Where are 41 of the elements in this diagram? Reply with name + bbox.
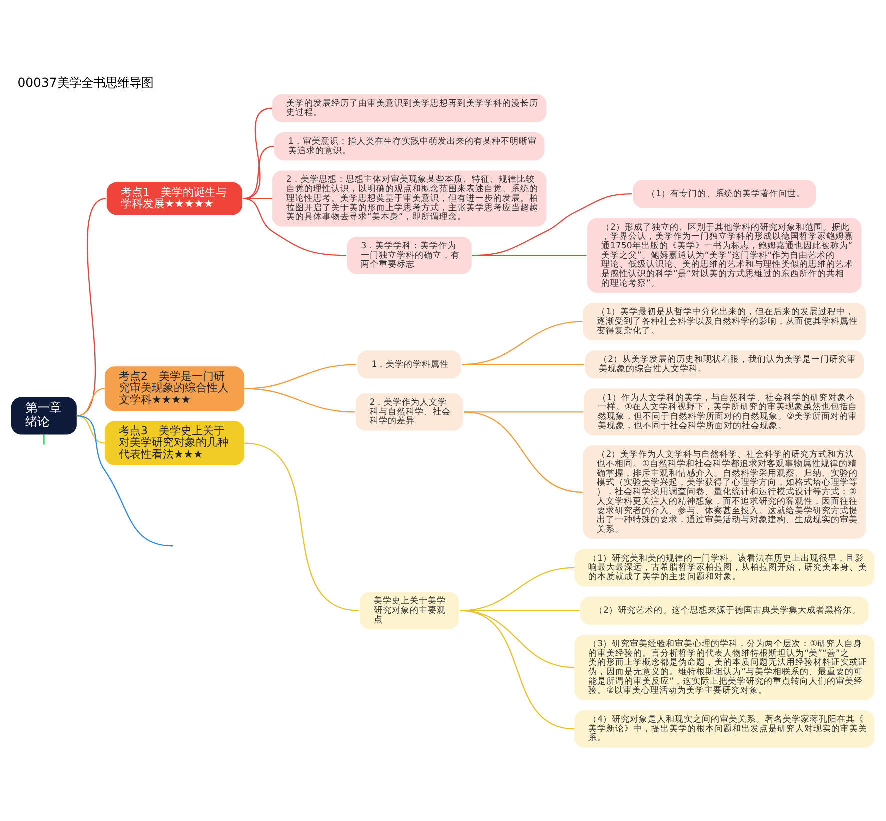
node-box: 考点1 美学的诞生与学科发展★★★★★	[106, 182, 242, 215]
connector	[462, 364, 584, 365]
connector	[76, 414, 106, 444]
node-box: （2）从美学发展的历史和现状着眼，我们认为美学是一门研究审美现象的综合性人文学科。	[585, 350, 864, 378]
connector	[243, 198, 346, 256]
node-box: 1．美学的学科属性	[358, 350, 462, 378]
connector	[472, 254, 587, 256]
node-box: 考点2 美学是一门研究审美现象的综合性人文学科★★★★	[104, 366, 244, 410]
connector	[243, 198, 272, 199]
node-box: （2）研究艺术的。这个思想来源于德国古典美学集大成者黑格尔。	[580, 596, 869, 624]
connector	[460, 610, 575, 668]
node-box: 第一章绪论	[11, 396, 77, 434]
connector	[243, 145, 274, 199]
node-box: （2）美学作为人文学科与自然科学、社会科学的研究方式和方法也不相同。①自然科学和社会科学都追求对客观事物属性规律的精确掌握，排斥主观和情感介入。自然科学采用观察、归纳、实验的模式（实验美学兴起，美学获得了心理学方向，如格式塔心理学等），社会科学采用调查问卷、量化统计和运行模式设计等方式；②人文学科更关注人的精神想象，而不追求研究的客观性，因而往往要求研究者的介入、参与、体察甚至投入。这就给美学研究方式提出了一种特殊的要求，通过审美活动与对象建构、生成现实的审美关系。	[583, 445, 866, 539]
node-box: （1）有专门的、系统的美学著作问世。	[633, 180, 816, 208]
connector	[76, 198, 106, 416]
connector	[460, 610, 580, 611]
connector	[76, 414, 174, 546]
diagram-title: 00037美学全书思维导图	[18, 74, 154, 90]
node-box: 2．美学思想：思想主体对审美现象某些本质、特征、规律比较自觉的理性认识，以明确的观点和概念范围来表述自觉、系统的理论性思考。美学思想奠基于审美意识，但有进一步的发展。柏拉图开启了关于美的形而上学思考方式，主张美学思考应当超越美的具体事物去寻求“美本身”，即所谓理念。	[272, 170, 547, 226]
node-box: 1．审美意识：指人类在生存实践中萌发出来的有某种不明晰审美追求的意识。	[274, 132, 545, 160]
node-box: 2．美学作为人文学科与自然科学、社会科学的差异	[356, 392, 464, 430]
node-box: 考点3 美学史上关于对美学研究对象的几种代表性看法★★★	[104, 420, 244, 466]
node-box: 3．美学学科：美学作为一门独立学科的确立，有两个重要标志	[347, 236, 472, 274]
node-box: （1）美学最初是从哲学中分化出来的，但在后来的发展过程中，逐渐受到了各种社会科学以及自然科学的影响，从而使其学科属性变得复杂化了。	[583, 302, 866, 340]
connector	[244, 442, 359, 611]
connector	[460, 610, 575, 730]
node-box: （2）形成了独立的、区别于其他学科的研究对象和范围。据此，学界公认，美学作为一门独立学科的形成以德国哲学家鲍姆嘉通1750年出版的《美学》一书为标志，鲍姆嘉通也因此被称为“美学之父”。鲍姆嘉通认为“美学”这门学科“作为自由艺术的理论、低级认识论、美的思维的艺术和与理性类似的思维的艺术是感性认识的科学”是“对以美的方式思维过的东西所作的共相的理论考察”。	[588, 218, 862, 292]
connector	[244, 388, 355, 412]
connector	[243, 107, 273, 199]
connector	[472, 192, 632, 256]
connector	[44, 434, 45, 444]
connector	[76, 388, 106, 416]
node-box: 美学史上关于美学研究对象的主要观点	[360, 592, 459, 629]
node-box: （1）作为人文学科的美学，与自然科学、社会科学的研究对象不一样。①在人文学科视野下，美学所研究的审美现象虽然也包括自然现象，但不同于自然科学所面对的自然现象。②美学所面对的审美现象，也不同于社会科学所面对的社会现象。	[584, 388, 866, 436]
node-box: （3）研究审美经验和审美心理的学科，分为两个层次：①研究人自身的审美经验的。言分析哲学的代表人物维特根斯坦认为“美”“善”之类的形而上学概念都是伪命题，美的本质问题无法用经验材料证实或证伪，因而是无意义的。维特根斯坦认为“与美学相联系的、最重要的可能是所谓的审美反应”，这实际上把美学研究的重点转向人们的审美经验。②以审美心理活动为美学主要研究对象。	[574, 634, 875, 700]
node-box: （1）研究美和美的规律的一门学科。该看法在历史上出现很早，且影响最大最深远，古希腊哲学家柏拉图，从柏拉图开始，研究美本身、美的本质就成了美学的主要问题和对象。	[574, 548, 875, 586]
node-box: 美学的发展经历了由审美意识到美学思想再到美学学科的漫长历史过程。	[272, 94, 547, 122]
connector	[244, 364, 357, 389]
connector	[464, 411, 583, 492]
node-box: （4）研究对象是人和现实之间的审美关系。著名美学家蒋孔阳在其《美学新论》中，提出美学的根本问题和出发点是研究人对现实的审美关系。	[574, 710, 875, 748]
